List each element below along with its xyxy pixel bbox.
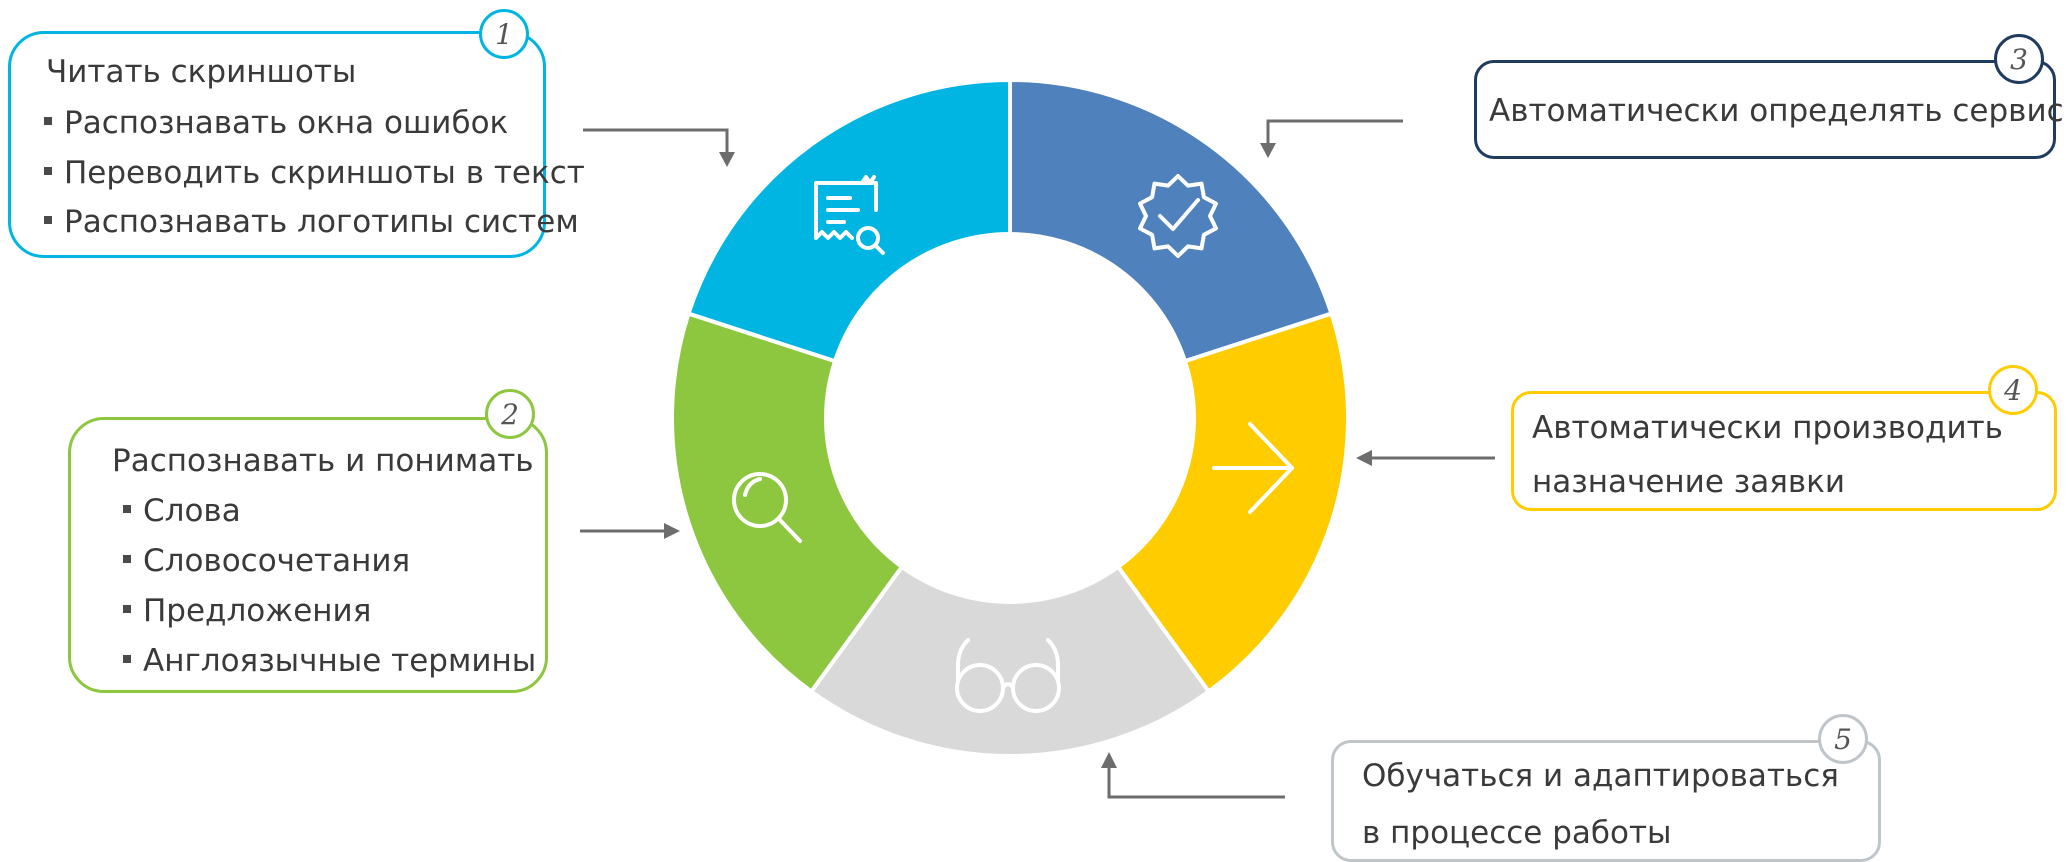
arrow-right-icon <box>1212 422 1294 514</box>
list-item: Англоязычные термины <box>123 646 536 677</box>
receipt-search-icon <box>814 175 885 255</box>
segment-detect <box>1008 77 1334 364</box>
card-text-line-1: Обучаться и адаптироваться <box>1362 758 1839 794</box>
segment-read <box>686 77 1012 364</box>
step-number-badge: 3 <box>1994 34 2044 84</box>
connector-arrows <box>580 119 1495 799</box>
list-item: Словосочетания <box>123 546 410 577</box>
arrow-4-head <box>1356 450 1372 466</box>
card-detect-service: Автоматически определять сервис <box>1474 60 2064 159</box>
list-item: Переводить скриншоты в текст <box>44 158 585 189</box>
bullet-icon <box>123 504 131 513</box>
arrow-5-head <box>1101 752 1117 768</box>
donut-ring <box>670 77 1351 758</box>
card-title: Читать скриншоты <box>46 54 357 90</box>
segment-assign <box>1115 311 1351 695</box>
arrow-1-head <box>719 152 735 167</box>
list-item: Слова <box>123 496 241 527</box>
bullet-icon <box>44 215 52 224</box>
arrow-5 <box>1107 766 1285 799</box>
card-text-line-2: назначение заявки <box>1532 464 1846 500</box>
magnifier-icon <box>732 472 802 543</box>
step-number-badge: 2 <box>485 389 535 439</box>
card-text: Автоматически определять сервис <box>1489 93 2064 129</box>
step-number-badge: 1 <box>479 9 529 59</box>
arrow-2-head <box>664 523 680 539</box>
card-read-screenshots: Читать скриншоты Распознавать окна ошибо… <box>8 31 585 258</box>
card-text-line-1: Автоматически производить <box>1532 410 2003 446</box>
bullet-icon <box>123 654 131 663</box>
bullet-icon <box>44 116 52 125</box>
list-item: Предложения <box>123 596 371 627</box>
bullet-icon <box>44 166 52 175</box>
step-number-badge: 4 <box>1988 365 2038 415</box>
card-learn-adapt: Обучаться и адаптироваться в процессе ра… <box>1331 740 1881 862</box>
list-item: Распознавать логотипы систем <box>44 207 579 238</box>
card-assign-ticket: Автоматически производить назначение зая… <box>1511 391 2057 511</box>
card-title: Распознавать и понимать <box>112 443 534 479</box>
card-recognize-understand: Распознавать и понимать Слова Словосочет… <box>68 417 548 693</box>
segment-icons <box>732 174 1294 713</box>
step-number-badge: 5 <box>1818 714 1868 764</box>
bullet-icon <box>123 554 131 563</box>
arrow-1 <box>583 128 729 154</box>
bullet-icon <box>123 604 131 613</box>
arrow-3-head <box>1260 143 1276 158</box>
arrow-3 <box>1266 119 1403 145</box>
glasses-icon <box>955 638 1061 713</box>
list-item: Распознавать окна ошибок <box>44 108 508 139</box>
verified-badge-icon <box>1138 174 1218 258</box>
segment-learn <box>808 564 1212 758</box>
card-text-line-2: в процессе работы <box>1362 815 1672 851</box>
